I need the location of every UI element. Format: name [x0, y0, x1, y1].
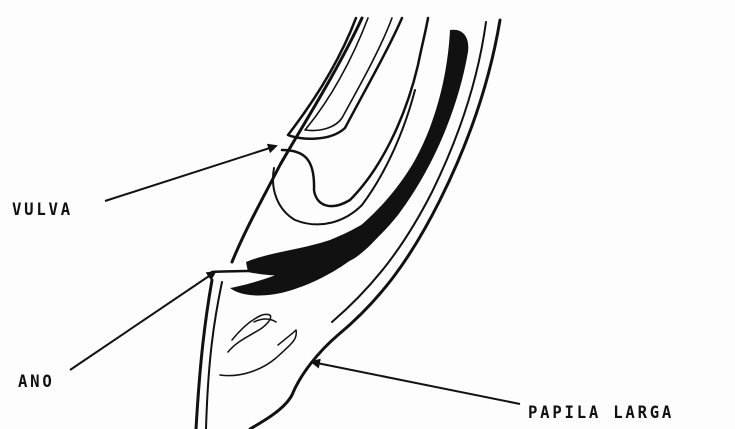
label-vulva: VULVA [12, 200, 73, 220]
papilla-outline [228, 314, 271, 352]
body-wall-left [232, 18, 362, 262]
label-papila-larga: PAPILA LARGA [528, 403, 674, 423]
label-ano: ANO [18, 372, 55, 392]
papila-leader-line [312, 362, 520, 404]
papilla-squiggle [220, 319, 296, 376]
ano-leader-line [70, 272, 215, 370]
vulva-leader-line [105, 146, 276, 201]
